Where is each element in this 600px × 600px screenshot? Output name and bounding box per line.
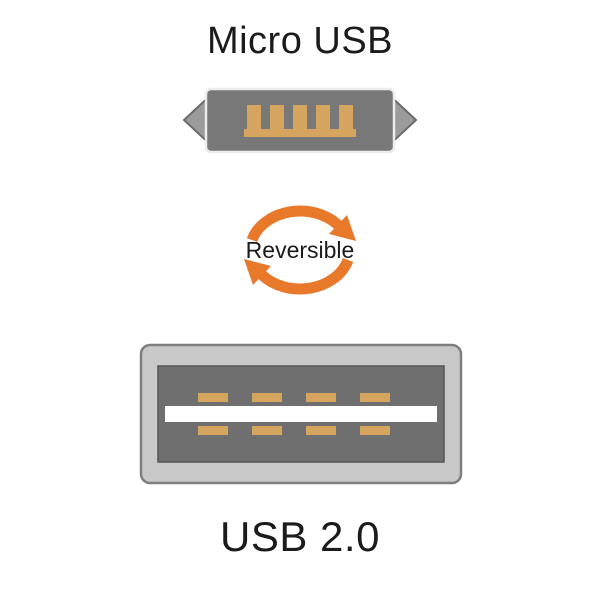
reversible-arrows-icon: [244, 205, 356, 295]
usb-a-connector-icon: [139, 343, 463, 485]
reversible-arrow-top: [246, 205, 356, 243]
reversible-arrow-bottom: [244, 257, 354, 295]
reversible-label: Reversible: [245, 237, 355, 263]
usb-a-contacts: [198, 393, 390, 435]
usb-a-tongue: [165, 406, 437, 422]
micro-usb-pins: [244, 105, 356, 137]
micro-usb-connector-icon: [182, 87, 418, 154]
usb-2-0-label: USB 2.0: [220, 513, 380, 560]
micro-usb-title: Micro USB: [206, 20, 394, 62]
